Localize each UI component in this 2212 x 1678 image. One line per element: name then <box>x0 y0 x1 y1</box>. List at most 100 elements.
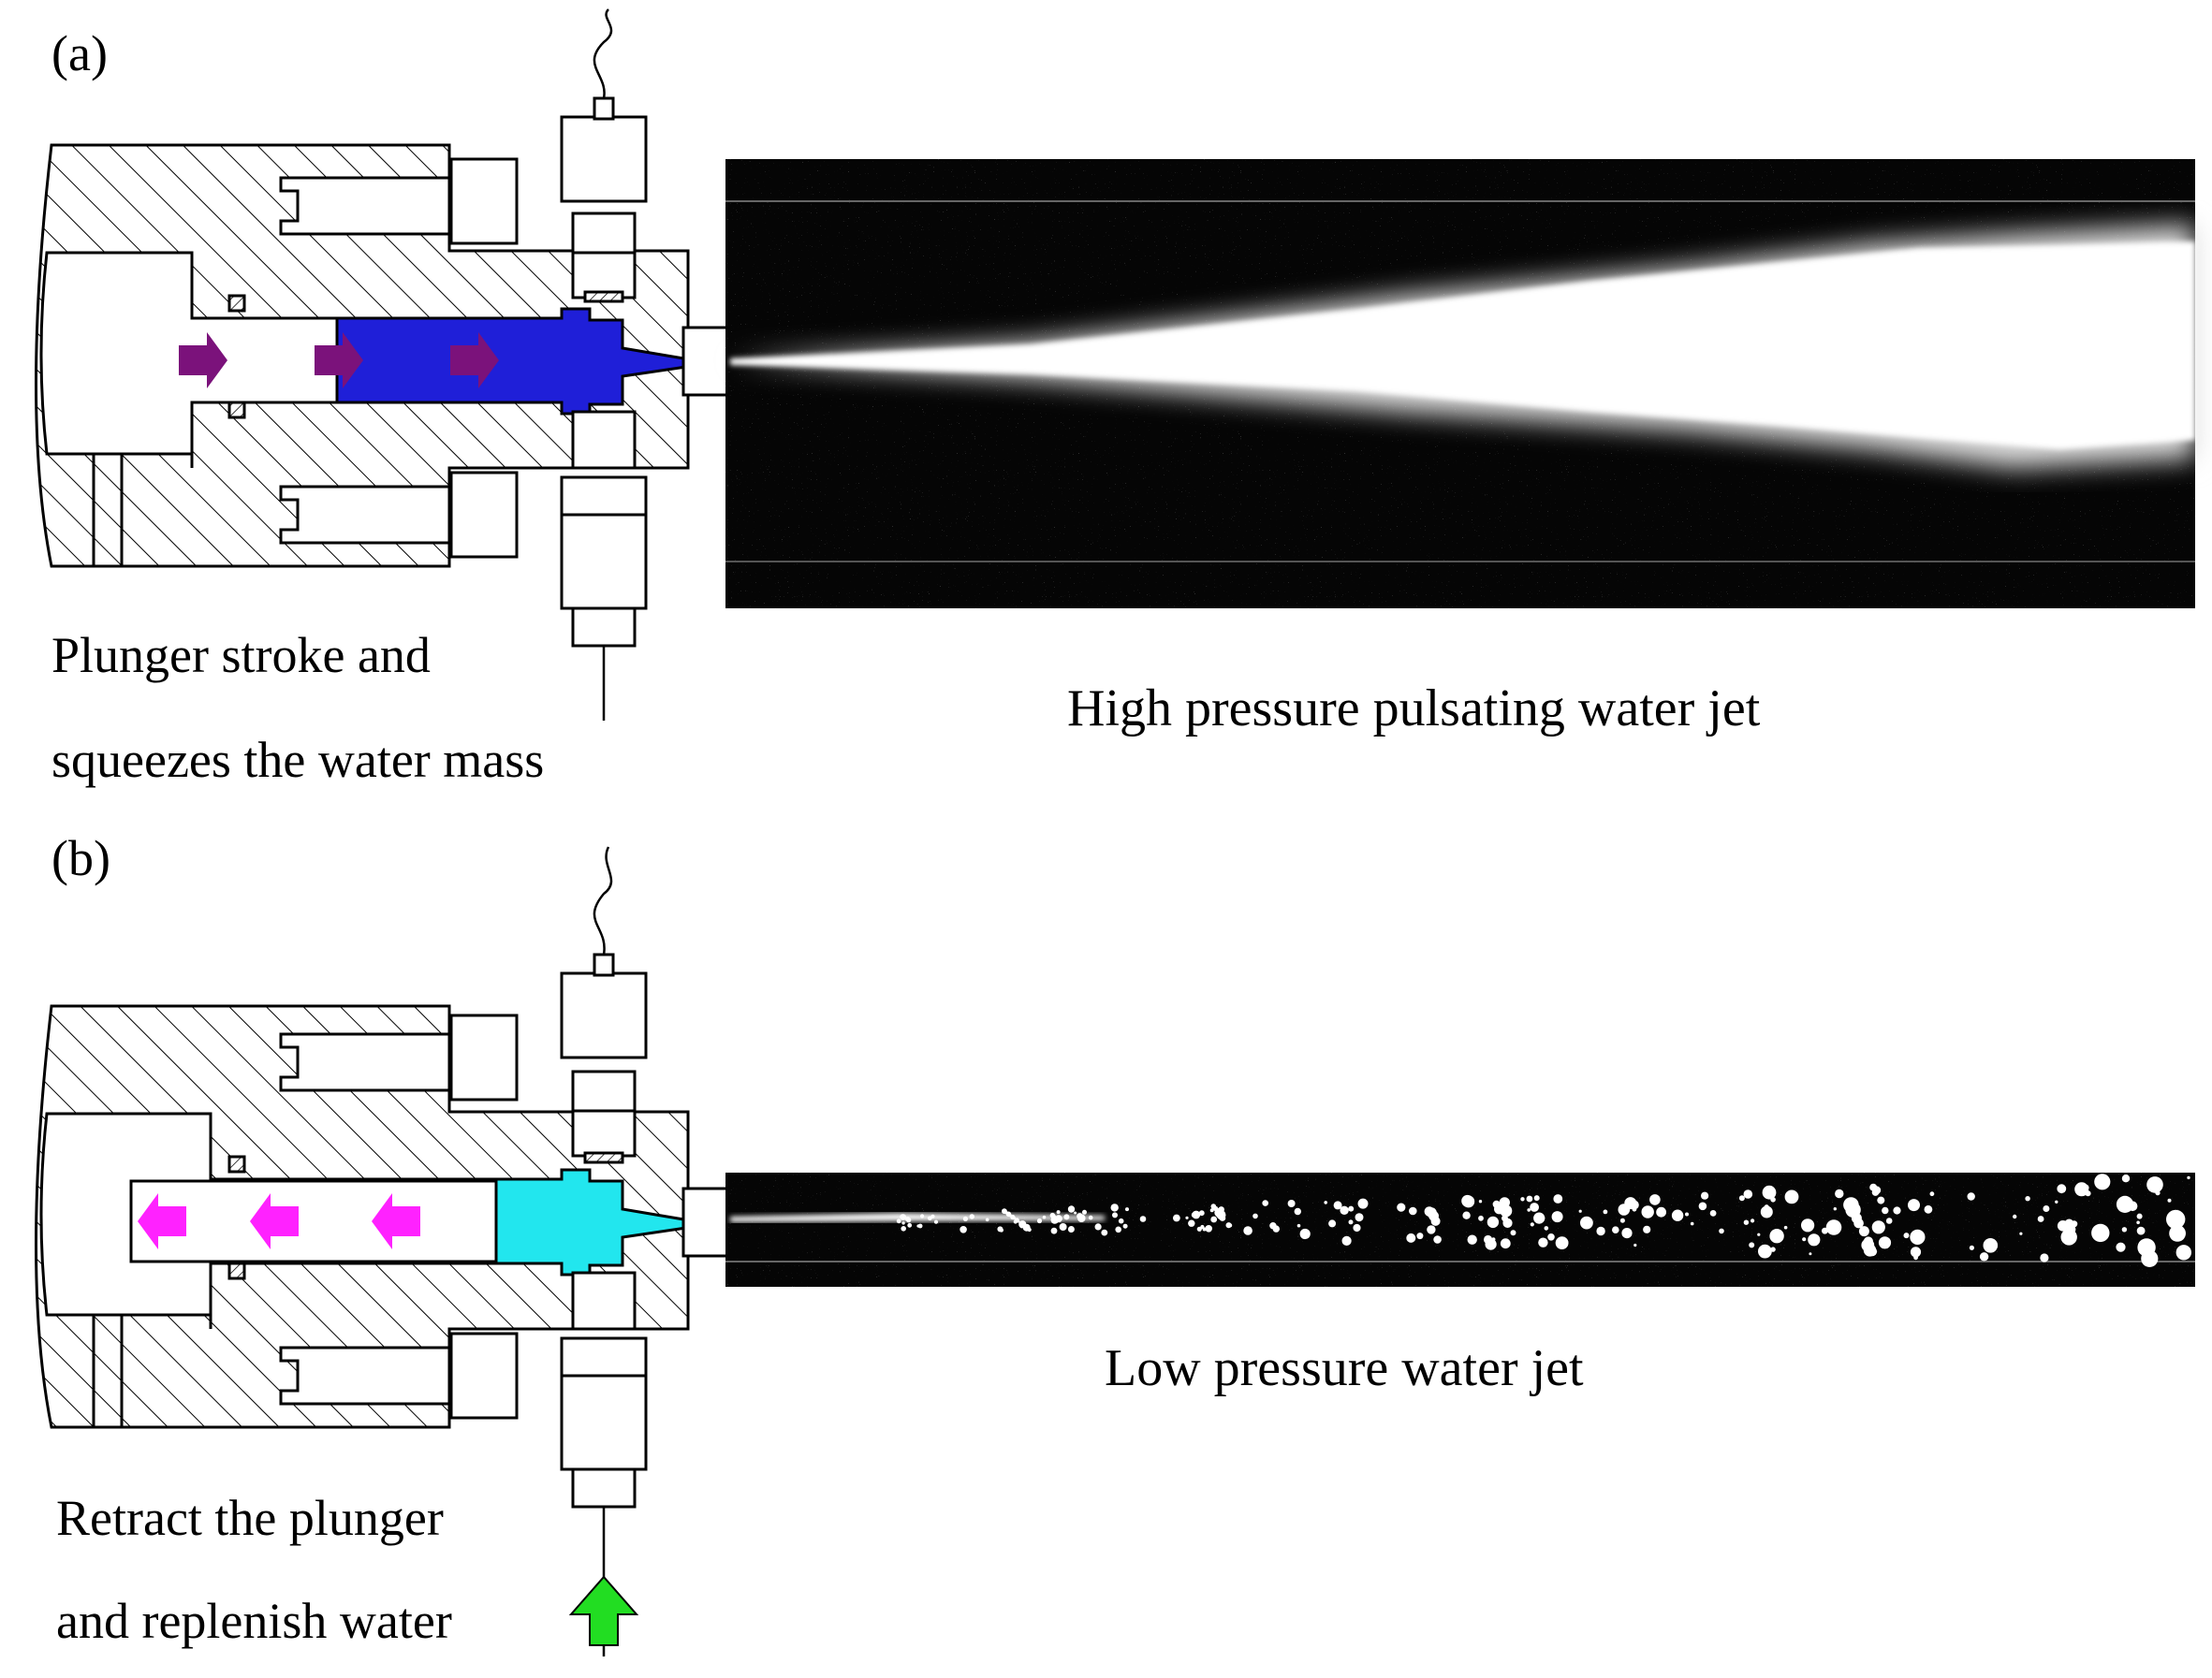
water-droplet <box>1216 1210 1226 1220</box>
right-arrow-icon <box>179 332 227 388</box>
water-droplet <box>1908 1199 1920 1212</box>
water-droplet <box>1910 1229 1926 1245</box>
water-droplet <box>2136 1226 2146 1235</box>
water-droplet <box>1924 1204 1933 1214</box>
water-droplet <box>1530 1203 1539 1212</box>
water-droplet <box>901 1221 905 1225</box>
water-droplet <box>1115 1226 1121 1233</box>
water-droplet <box>960 1226 967 1233</box>
water-droplet <box>1500 1238 1511 1249</box>
water-droplet <box>1835 1189 1844 1199</box>
water-droplet <box>1641 1205 1654 1218</box>
water-droplet <box>1485 1238 1497 1250</box>
water-droplet <box>1596 1226 1605 1236</box>
water-droplet <box>1059 1223 1067 1231</box>
water-droplet <box>1685 1212 1689 1217</box>
panel-b-caption-line1: Retract the plunger <box>56 1490 444 1546</box>
water-droplet <box>2060 1229 2077 1246</box>
water-droplet <box>1863 1244 1877 1257</box>
water-droplet <box>1633 1243 1637 1248</box>
water-droplet <box>1643 1225 1651 1233</box>
water-droplet <box>907 1222 913 1228</box>
water-droplet <box>1770 1247 1776 1252</box>
water-droplet <box>1012 1216 1017 1220</box>
water-droplet <box>1478 1200 1483 1204</box>
water-droplet <box>1487 1216 1500 1229</box>
water-droplet <box>1397 1203 1406 1212</box>
water-droplet <box>2055 1200 2058 1204</box>
water-droplet <box>2166 1209 2186 1230</box>
water-droplet <box>900 1214 907 1220</box>
water-droplet <box>1751 1218 1755 1223</box>
water-droplet <box>1612 1226 1619 1233</box>
panel-a-label: (a) <box>51 25 108 81</box>
water-droplet <box>1269 1222 1277 1230</box>
water-droplet <box>969 1214 975 1219</box>
water-droplet <box>1698 1202 1707 1211</box>
water-droplet <box>1656 1206 1666 1218</box>
water-droplet <box>1757 1233 1761 1236</box>
water-droplet <box>1769 1229 1784 1244</box>
water-droplet <box>2136 1213 2143 1219</box>
water-droplet <box>2019 1232 2023 1235</box>
water-droplet <box>1355 1213 1364 1222</box>
water-droplet <box>933 1219 939 1224</box>
water-droplet <box>985 1218 989 1222</box>
water-droplet <box>2091 1223 2110 1243</box>
water-droplet <box>1428 1210 1439 1221</box>
water-droplet <box>1878 1236 1892 1249</box>
water-droplet <box>1533 1195 1540 1202</box>
water-droplet <box>1690 1221 1694 1226</box>
water-droplet <box>1042 1215 1047 1219</box>
water-droplet <box>1461 1194 1473 1207</box>
water-droplet <box>1218 1206 1224 1213</box>
water-droplet <box>2146 1176 2163 1193</box>
water-droplet <box>1877 1196 1885 1204</box>
water-droplet <box>901 1226 906 1232</box>
water-droplet <box>1738 1195 1745 1202</box>
water-droplet <box>1027 1227 1032 1233</box>
panel-b: (b) <box>35 830 2195 1656</box>
water-droplet <box>1578 1209 1582 1213</box>
water-droplet <box>1357 1198 1369 1209</box>
water-droplet <box>1758 1244 1772 1259</box>
water-droplet <box>1929 1191 1935 1197</box>
left-arrow-icon <box>372 1193 420 1249</box>
water-droplet <box>962 1216 968 1221</box>
nozzle-device-a <box>35 8 730 721</box>
jet-image-b <box>725 1173 2195 1287</box>
water-droplet <box>1500 1204 1513 1218</box>
plunger-arrows-b <box>138 1193 420 1249</box>
water-droplet <box>1287 1200 1296 1207</box>
water-droplet <box>1833 1207 1838 1211</box>
water-droplet <box>1433 1235 1442 1244</box>
water-droplet <box>1228 1223 1233 1228</box>
water-droplet <box>2094 1174 2111 1190</box>
water-droplet <box>1555 1236 1569 1249</box>
water-droplet <box>1017 1219 1020 1223</box>
plunger-arrows-a <box>179 332 499 388</box>
water-droplet <box>1409 1206 1417 1216</box>
water-droplet <box>1538 1237 1548 1248</box>
water-droplet <box>1649 1194 1661 1205</box>
water-droplet <box>2136 1220 2140 1225</box>
water-droplet <box>2187 1175 2190 1180</box>
water-droplet <box>1139 1216 1147 1222</box>
water-droplet <box>1118 1218 1124 1224</box>
water-droplet <box>1882 1206 1889 1215</box>
water-droplet <box>1252 1213 1258 1219</box>
water-droplet <box>1467 1234 1477 1245</box>
water-droplet <box>1056 1210 1061 1215</box>
water-droplet <box>1858 1226 1869 1237</box>
water-droplet <box>1784 1189 1799 1204</box>
water-droplet <box>2121 1227 2128 1233</box>
panel-b-caption-line2: and replenish water <box>56 1593 452 1649</box>
water-droplet <box>2175 1245 2191 1261</box>
water-droplet <box>1619 1218 1625 1223</box>
nozzle-device-b <box>35 846 730 1656</box>
water-droplet <box>1808 1233 1821 1247</box>
water-droplet <box>1122 1223 1128 1229</box>
water-droplet <box>1296 1223 1301 1228</box>
water-droplet <box>2025 1196 2030 1202</box>
panel-a-caption-line2: squeezes the water mass <box>51 732 544 788</box>
